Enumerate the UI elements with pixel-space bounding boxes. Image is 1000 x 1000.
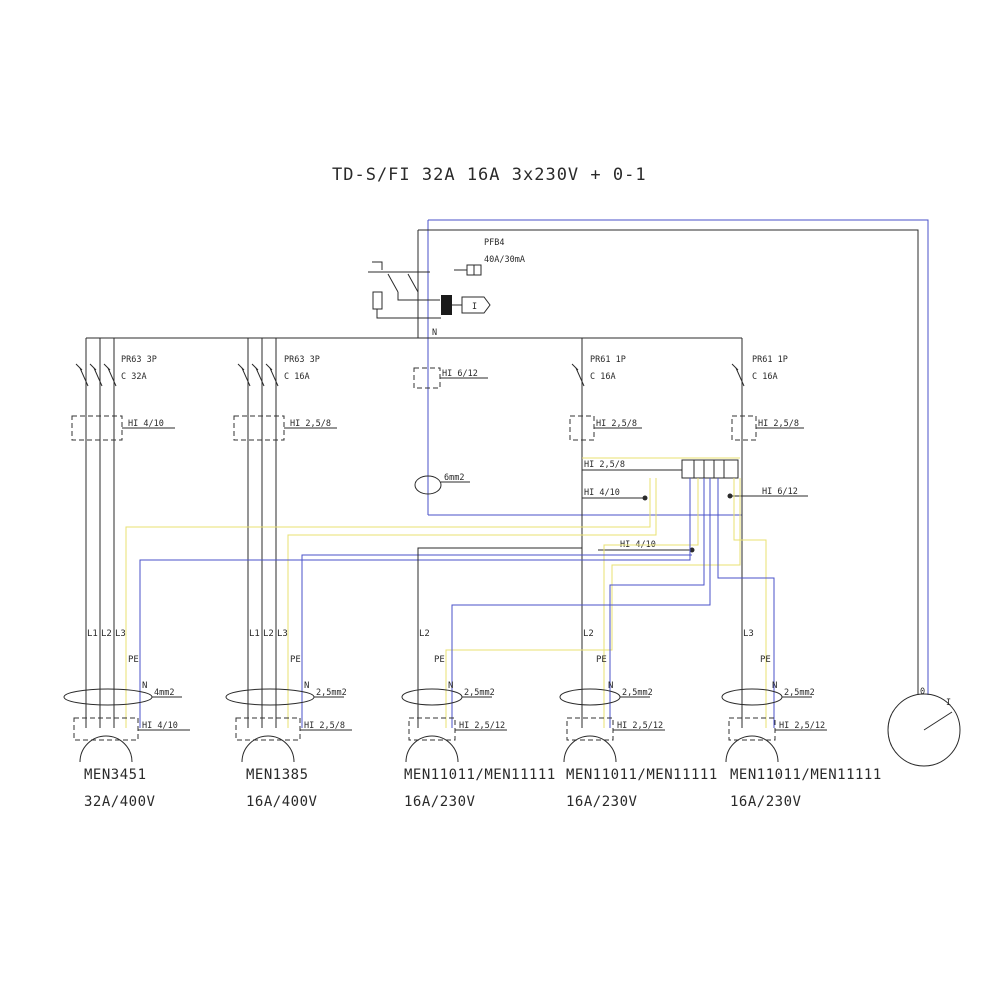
upper-fuse-2: HI 2,5/8 xyxy=(290,419,331,429)
outlet-5-cable-ellipse xyxy=(721,688,783,706)
outlet-4-phase-label: L2 xyxy=(583,629,594,639)
breaker-group-4: PR61 1P C 16A HI 2,5/8 xyxy=(731,338,804,728)
outlet-4-cable-ellipse xyxy=(559,688,621,706)
outlet-2-rating: 16A/400V xyxy=(246,794,318,810)
outlet-4-n-label: N xyxy=(608,681,613,691)
outlet-4-socket-symbol xyxy=(563,735,617,763)
outlet-2-model: MEN1385 xyxy=(246,767,309,783)
neutral-label: N xyxy=(432,328,437,338)
terminal-label-2: HI 4/10 xyxy=(584,488,620,498)
outlet-5-phase-label: L3 xyxy=(743,629,754,639)
outlet-3-fuse-box xyxy=(408,717,456,741)
outlet-3-phase-label: L2 xyxy=(419,629,430,639)
outlet-5-rating: 16A/230V xyxy=(730,794,802,810)
outlet-4-cable-label: 2,5mm2 xyxy=(622,688,653,698)
center-fuse-label: HI 6/12 xyxy=(442,369,478,379)
earth-wiring xyxy=(125,478,767,728)
outlet-3-fuse-label: HI 2,5/12 xyxy=(459,721,505,731)
outlet-3-n-label: N xyxy=(448,681,453,691)
diagram-title: TD-S/FI 32A 16A 3x230V + 0-1 xyxy=(332,165,647,185)
outlet-4-rating: 16A/230V xyxy=(566,794,638,810)
outlet-1-phase-label: L1 xyxy=(87,629,98,639)
breaker-3-type: PR61 1P xyxy=(590,355,626,365)
outlet-3-cable-label: 2,5mm2 xyxy=(464,688,495,698)
outlet-1-socket-symbol xyxy=(79,735,133,763)
outlet-2-fuse-label: HI 2,5/8 xyxy=(304,721,345,731)
neutral-wiring xyxy=(139,478,775,728)
outlet-3-rating: 16A/230V xyxy=(404,794,476,810)
outlet-1-cable-label: 4mm2 xyxy=(154,688,174,698)
outlet-1-pe-label: PE xyxy=(128,655,139,665)
outlet-2-phase-label: L1 xyxy=(249,629,260,639)
breaker-4-type: PR61 1P xyxy=(752,355,788,365)
outlet-1-model: MEN3451 xyxy=(84,767,147,783)
phase-wiring xyxy=(417,547,582,728)
outlet-5-cable-label: 2,5mm2 xyxy=(784,688,815,698)
outlet-1-fuse-box xyxy=(73,717,139,741)
breaker-group-1: PR63 3P C 32A HI 4/10 xyxy=(71,338,175,728)
terminal-block: HI 2,5/8 HI 4/10 HI 6/12 HI 4/10 xyxy=(582,457,808,553)
outlet-2-socket-symbol xyxy=(241,735,295,763)
outlet-5-pe-label: PE xyxy=(760,655,771,665)
outlet-1-cable-ellipse xyxy=(63,688,153,706)
breaker-2-rating: C 16A xyxy=(284,372,310,382)
outlet-4-pe-label: PE xyxy=(596,655,607,665)
main-switch-rating: 40A/30mA xyxy=(484,255,525,265)
main-rcd-switch: I PFB4 40A/30mA N xyxy=(368,220,525,515)
outlet-5-n-label: N xyxy=(772,681,777,691)
terminal-label-3: HI 6/12 xyxy=(762,487,798,497)
outlet-2-fuse-box xyxy=(235,717,301,741)
outlet-1-n-label: N xyxy=(142,681,147,691)
outlet-4-fuse-label: HI 2,5/12 xyxy=(617,721,663,731)
outlet-3-pe-label: PE xyxy=(434,655,445,665)
outlet-5-socket-symbol xyxy=(725,735,779,763)
test-button-label: I xyxy=(472,302,477,312)
breaker-2-type: PR63 3P xyxy=(284,355,320,365)
switch-off-label: 0 xyxy=(920,687,925,697)
center-cable-label: 6mm2 xyxy=(444,473,464,483)
outlet-4-fuse-box xyxy=(566,717,614,741)
upper-fuse-4: HI 2,5/8 xyxy=(758,419,799,429)
outlet-3-socket-symbol xyxy=(405,735,459,763)
breaker-4-rating: C 16A xyxy=(752,372,778,382)
main-switch-label: PFB4 xyxy=(484,238,504,248)
outlet-1-phase-label: L3 xyxy=(115,629,126,639)
outlet-5-fuse-label: HI 2,5/12 xyxy=(779,721,825,731)
upper-fuse-3: HI 2,5/8 xyxy=(596,419,637,429)
upper-fuse-1: HI 4/10 xyxy=(128,419,164,429)
breaker-group-3: PR61 1P C 16A HI 2,5/8 xyxy=(569,338,642,728)
outlet-3-model: MEN11011/MEN11111 xyxy=(404,767,556,783)
terminal-label-1: HI 2,5/8 xyxy=(584,460,625,470)
breaker-3-rating: C 16A xyxy=(590,372,616,382)
outlet-3-cable-ellipse xyxy=(401,688,463,706)
outlet-5-model: MEN11011/MEN11111 xyxy=(730,767,882,783)
outlet-4-model: MEN11011/MEN11111 xyxy=(566,767,718,783)
outlet-1-fuse-label: HI 4/10 xyxy=(142,721,178,731)
breaker-1-type: PR63 3P xyxy=(121,355,157,365)
breaker-1-rating: C 32A xyxy=(121,372,147,382)
outlet-2-cable-ellipse xyxy=(225,688,315,706)
switch-0-1: 0 I xyxy=(887,687,961,767)
outlet-2-cable-label: 2,5mm2 xyxy=(316,688,347,698)
breaker-group-2: PR63 3P C 16A HI 2,5/8 xyxy=(233,338,337,728)
outlet-2-phase-label: L2 xyxy=(263,629,274,639)
outlet-2-n-label: N xyxy=(304,681,309,691)
outlet-5-fuse-box xyxy=(728,717,776,741)
center-neutral: HI 6/12 6mm2 xyxy=(413,367,743,516)
outlet-2-pe-label: PE xyxy=(290,655,301,665)
outlet-1-rating: 32A/400V xyxy=(84,794,156,810)
outlet-2-phase-label: L3 xyxy=(277,629,288,639)
switch-on-label: I xyxy=(946,698,951,708)
outlet-1-phase-label: L2 xyxy=(101,629,112,639)
